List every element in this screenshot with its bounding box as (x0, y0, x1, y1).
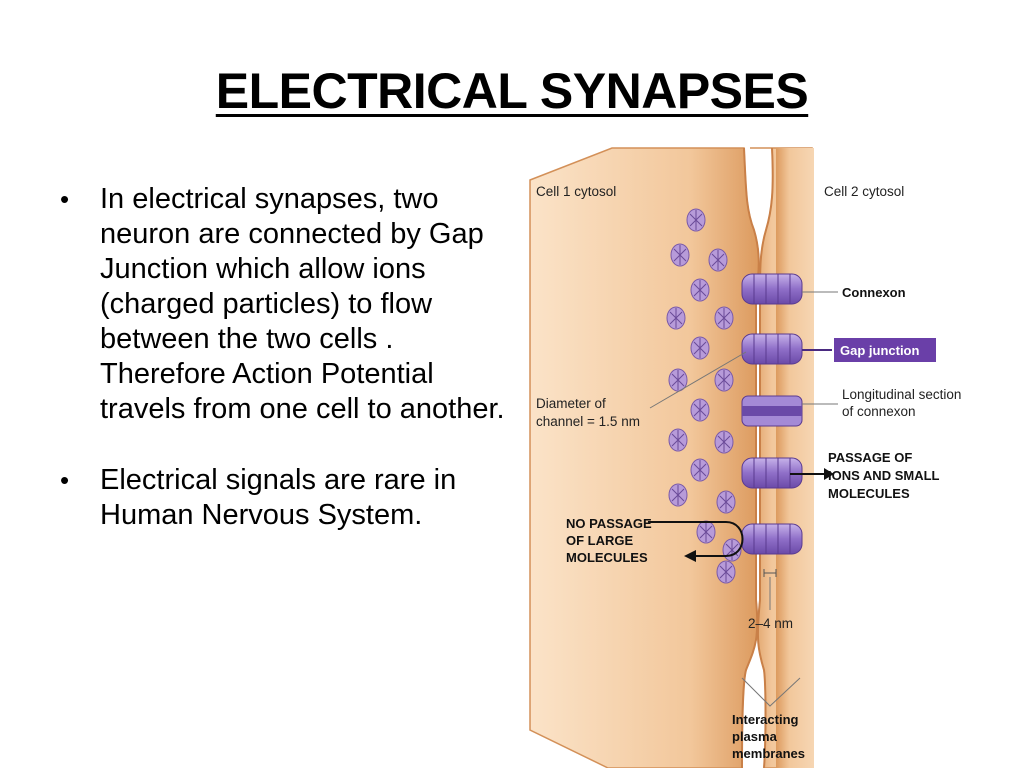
membranes-leader (741, 677, 801, 707)
passage-arrow-head-icon (824, 468, 834, 480)
cell-1-label: Cell 1 cytosol (536, 184, 616, 199)
bullet-list: • In electrical synapses, two neuron are… (56, 182, 506, 569)
large-molecules (666, 208, 742, 584)
gap-junction-label: Gap junction (840, 343, 920, 358)
bullet-item: • In electrical synapses, two neuron are… (56, 182, 506, 427)
cell-2-membrane (756, 147, 774, 768)
slide-title: ELECTRICAL SYNAPSES (0, 62, 1024, 120)
connexon-4 (741, 523, 803, 555)
no-passage-arrow-head-icon (684, 550, 696, 562)
membranes-label-3: membranes (732, 746, 805, 761)
no-passage-label-2: OF LARGE (566, 533, 633, 548)
bullet-dot-icon: • (60, 465, 70, 495)
diagram-svg: Cell 1 cytosol Cell 2 cytosol Connexon G… (529, 147, 961, 768)
diameter-leader (649, 351, 747, 409)
diameter-label-2: channel = 1.5 nm (536, 414, 640, 429)
gap-width-label: 2–4 nm (748, 616, 793, 631)
connexon-2 (741, 333, 803, 365)
connexon-label: Connexon (842, 285, 906, 300)
bullet-text: In electrical synapses, two neuron are c… (100, 183, 505, 425)
connexon-1 (741, 273, 803, 305)
membranes-label-2: plasma (732, 729, 778, 744)
passage-label-3: MOLECULES (828, 486, 910, 501)
passage-label-2: IONS AND SMALL (828, 468, 940, 483)
bullet-text: Electrical signals are rare in Human Ner… (100, 464, 457, 531)
diameter-label-1: Diameter of (536, 396, 606, 411)
longitudinal-label-2: of connexon (842, 404, 916, 419)
cell-2-label: Cell 2 cytosol (824, 184, 904, 199)
cell-1-body (529, 147, 760, 768)
passage-label-1: PASSAGE OF (828, 450, 912, 465)
bullet-item: • Electrical signals are rare in Human N… (56, 463, 506, 533)
gap-junction-tag (834, 338, 936, 362)
bullet-dot-icon: • (60, 184, 70, 214)
slide-title-text: ELECTRICAL SYNAPSES (215, 63, 809, 119)
gap-width-marker (763, 569, 777, 577)
gap-junction-diagram: Cell 1 cytosol Cell 2 cytosol Connexon G… (520, 140, 1024, 768)
longitudinal-label-1: Longitudinal section (842, 387, 961, 402)
membranes-label-1: Interacting (732, 712, 799, 727)
no-passage-label-1: NO PASSAGE (566, 516, 652, 531)
connexon-longitudinal (741, 395, 803, 427)
no-passage-arrow (648, 521, 744, 557)
no-passage-label-3: MOLECULES (566, 550, 648, 565)
connexon-channels (741, 273, 803, 555)
cell-1-membrane (741, 147, 760, 768)
